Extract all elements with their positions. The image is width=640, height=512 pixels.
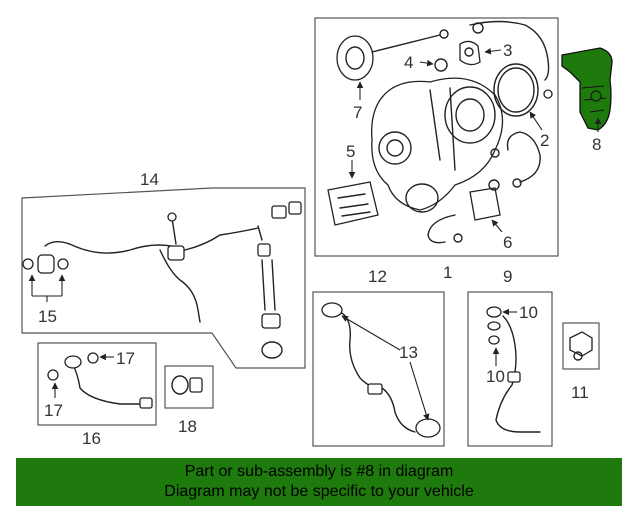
bolt-11[interactable] (569, 331, 593, 357)
box-9-group: 9 10 10 (467, 267, 553, 447)
banjo-fitting[interactable] (37, 254, 55, 274)
valve-part-5[interactable] (327, 181, 379, 226)
oil-lines-group: 14 15 (21, 170, 306, 369)
box-12 (312, 291, 445, 447)
callout-8: 8 (592, 135, 601, 154)
box-12-group: 12 13 (312, 267, 445, 447)
box-18-group: 18 (164, 365, 214, 436)
coolant-line[interactable] (506, 131, 541, 183)
box-16 (37, 342, 157, 426)
callout-5: 5 (346, 142, 355, 161)
oil-return-line[interactable] (71, 361, 149, 405)
callout-11: 11 (571, 383, 589, 402)
callout-9: 9 (503, 267, 512, 286)
box-turbocharger (314, 17, 559, 257)
callout-3: 3 (503, 41, 512, 60)
oil-feed-line[interactable] (44, 227, 259, 254)
box-16-group: 17 17 16 (37, 342, 157, 448)
o-ring-18[interactable] (171, 375, 189, 395)
banner-line-1: Part or sub-assembly is #8 in diagram (184, 463, 454, 480)
callout-13: 13 (399, 343, 418, 362)
parts-diagram: 1 2 3 4 5 6 7 8 14 (21, 17, 613, 448)
turbocharger-group: 1 2 3 4 5 6 7 (314, 17, 559, 282)
plug-18[interactable] (189, 377, 203, 393)
box-11 (562, 322, 600, 370)
box-11-group: 11 (562, 322, 600, 402)
callout-1: 1 (443, 263, 452, 282)
callout-15: 15 (38, 307, 57, 326)
callout-17a: 17 (116, 349, 135, 368)
callout-10b: 10 (486, 367, 505, 386)
coolant-pipe-9[interactable] (495, 315, 541, 433)
callout-2: 2 (540, 131, 549, 150)
callout-10a: 10 (519, 303, 538, 322)
solenoid-part-6[interactable] (427, 179, 501, 244)
box-oil-lines (21, 187, 306, 369)
callout-17b: 17 (44, 401, 63, 420)
callout-16: 16 (82, 429, 101, 448)
turbo-body[interactable] (371, 77, 504, 213)
callout-6: 6 (503, 233, 512, 252)
wastegate-actuator[interactable] (336, 29, 449, 81)
oil-line-top[interactable] (469, 20, 550, 81)
box-9 (467, 291, 553, 447)
callout-18: 18 (178, 417, 197, 436)
banner-line-2: Diagram may not be specific to your vehi… (164, 483, 474, 500)
gasket-ring[interactable] (493, 63, 539, 117)
info-banner: Part or sub-assembly is #8 in diagram Di… (16, 458, 622, 506)
callout-12: 12 (368, 267, 387, 286)
box-18 (164, 365, 214, 409)
flange-part-3[interactable] (459, 40, 481, 66)
callout-4: 4 (404, 53, 413, 72)
o-ring-part-4[interactable] (434, 58, 448, 72)
callout-14: 14 (140, 170, 159, 189)
coolant-pipe-12[interactable] (339, 311, 416, 433)
callout-7: 7 (353, 103, 362, 122)
part-8-highlighted[interactable]: 8 (561, 47, 613, 154)
